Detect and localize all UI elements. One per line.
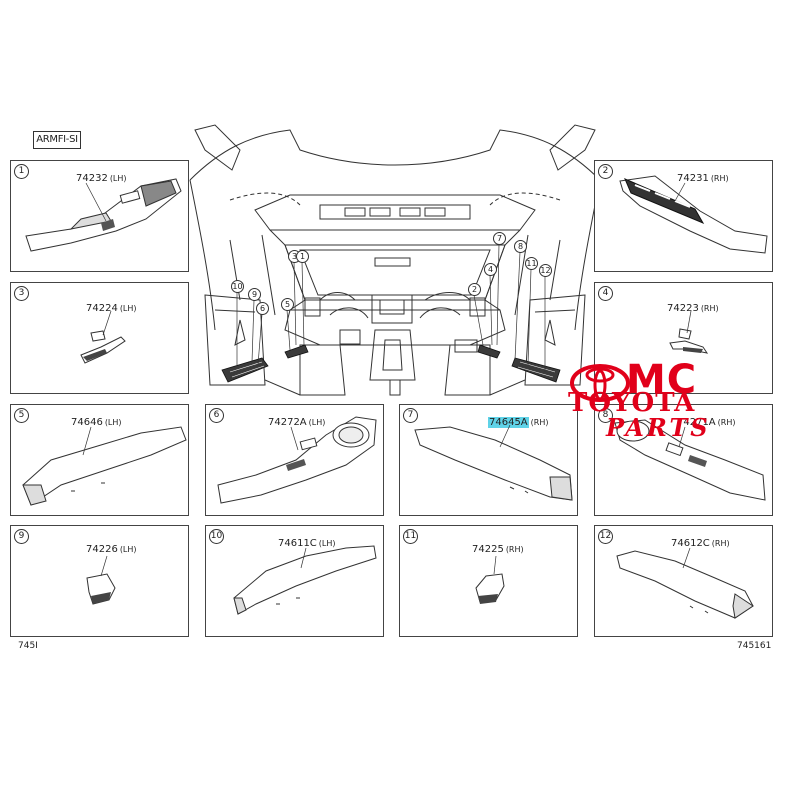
callout-11: 11 xyxy=(525,257,538,270)
part-number: 74225(RH) xyxy=(472,544,524,555)
bracket-part-icon xyxy=(669,310,709,354)
callout-12: 12 xyxy=(539,264,552,277)
armrest-part-icon xyxy=(217,416,377,504)
callout-9: 9 xyxy=(248,288,261,301)
panel-number: 7 xyxy=(403,408,418,423)
bracket-part-icon xyxy=(475,555,505,604)
part-panel-8[interactable]: 8 74271A(RH) xyxy=(594,404,773,516)
panel-number: 5 xyxy=(14,408,29,423)
part-panel-3[interactable]: 3 74224(LH) xyxy=(10,282,189,394)
mc-toyota-parts-watermark: MC TOYOTA PARTS xyxy=(568,357,728,451)
part-panel-7[interactable]: 7 74645A(RH) xyxy=(399,404,578,516)
panel-number: 10 xyxy=(209,529,224,544)
toyota-emblem-icon xyxy=(570,364,630,402)
part-number: 74232(LH) xyxy=(76,173,127,184)
part-number: 74272A(LH) xyxy=(268,417,326,428)
panel-number: 3 xyxy=(14,286,29,301)
armrest-part-icon xyxy=(25,178,182,252)
trim-panel-icon xyxy=(22,426,187,506)
callout-4: 4 xyxy=(484,263,497,276)
panel-number: 4 xyxy=(598,286,613,301)
part-number: 74646(LH) xyxy=(71,417,122,428)
panel-number: 8 xyxy=(598,408,613,423)
part-number: 74611C(LH) xyxy=(278,538,336,549)
part-panel-11[interactable]: 11 74225(RH) xyxy=(399,525,578,637)
panel-number: 9 xyxy=(14,529,29,544)
footer-code-left: 745I xyxy=(18,641,38,651)
trim-panel-icon xyxy=(616,547,754,619)
callout-1: 1 xyxy=(296,250,309,263)
watermark-toyota: TOYOTA xyxy=(568,388,696,418)
watermark-parts: PARTS xyxy=(606,413,711,442)
part-panel-2[interactable]: 2 74231(RH) xyxy=(594,160,773,272)
part-panel-12[interactable]: 12 74612C(RH) xyxy=(594,525,773,637)
part-number: 74231(RH) xyxy=(677,173,729,184)
diagram-tag: ARMFI-SI xyxy=(33,131,81,149)
armrest-part-icon xyxy=(619,175,768,254)
part-panel-6[interactable]: 6 74272A(LH) xyxy=(205,404,384,516)
panel-number: 11 xyxy=(403,529,418,544)
part-number: 74224(LH) xyxy=(86,303,137,314)
panel-number: 6 xyxy=(209,408,224,423)
footer-code-right: 745161 xyxy=(737,641,772,651)
part-number: 74645A(RH) xyxy=(488,417,549,428)
callout-6: 6 xyxy=(256,302,269,315)
trim-panel-icon xyxy=(233,545,377,615)
panel-number: 12 xyxy=(598,529,613,544)
armrest-part-icon xyxy=(614,419,766,501)
bracket-part-icon xyxy=(86,555,116,605)
callout-2: 2 xyxy=(468,283,481,296)
panel-number: 2 xyxy=(598,164,613,179)
part-panel-5[interactable]: 5 74646(LH) xyxy=(10,404,189,516)
callout-8: 8 xyxy=(514,240,527,253)
trim-panel-icon xyxy=(414,424,573,501)
bracket-part-icon xyxy=(80,310,126,364)
part-number: 74226(LH) xyxy=(86,544,137,555)
panel-number: 1 xyxy=(14,164,29,179)
part-number: 74223(RH) xyxy=(667,303,719,314)
part-number: 74271A(RH) xyxy=(677,417,736,428)
part-number: 74612C(RH) xyxy=(671,538,730,549)
callout-10: 10 xyxy=(231,280,244,293)
watermark-mc: MC xyxy=(626,357,698,403)
part-panel-9[interactable]: 9 74226(LH) xyxy=(10,525,189,637)
part-panel-10[interactable]: 10 74611C(LH) xyxy=(205,525,384,637)
callout-5: 5 xyxy=(281,298,294,311)
callout-7: 7 xyxy=(493,232,506,245)
part-panel-1[interactable]: 1 74232(LH) xyxy=(10,160,189,272)
